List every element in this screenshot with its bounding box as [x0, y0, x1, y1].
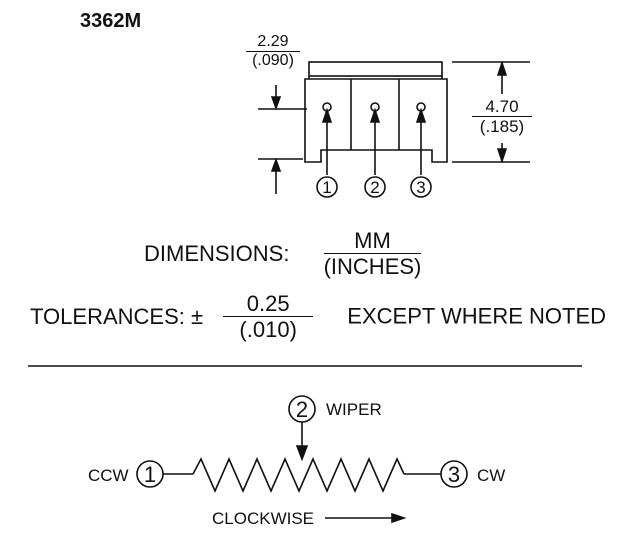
model-number: 3362M [80, 10, 142, 32]
ccw-label: CCW [88, 466, 129, 485]
dimension-right-label: 4.70 (.185) [472, 97, 532, 136]
dimension-top-mm: 2.29 [246, 33, 300, 52]
dimension-top-label: 2.29 (.090) [246, 33, 300, 70]
dimension-right-markers [452, 60, 530, 164]
pin-label-2: 2 [370, 178, 379, 197]
dimensions-legend: DIMENSIONS: MM (INCHES) [144, 228, 422, 279]
pin-number-circles [316, 176, 432, 198]
dimension-top-inches: (.090) [252, 52, 294, 69]
dimension-right-inches: (.185) [479, 117, 525, 136]
tolerances-numerator: 0.25 [223, 291, 314, 317]
terminal-label-1: 1 [144, 462, 156, 487]
cw-label: CW [477, 466, 505, 485]
schematic-symbol [136, 395, 468, 524]
dimensions-denominator: (INCHES) [323, 254, 422, 279]
pin-label-1: 1 [322, 178, 331, 197]
dimension-right-mm: 4.70 [472, 97, 532, 117]
wiper-arrow [295, 445, 309, 462]
terminal-label-3: 3 [448, 462, 460, 487]
dimensions-label: DIMENSIONS: [144, 240, 290, 266]
clockwise-arrow-head [391, 512, 407, 524]
pin-label-3: 3 [416, 178, 425, 197]
tolerances-denominator: (.010) [239, 317, 297, 342]
tolerances-legend: TOLERANCES: ± 0.25 (.010) EXCEPT WHERE N… [30, 291, 606, 342]
tolerances-fraction: 0.25 (.010) [223, 291, 314, 342]
dimensions-fraction: MM (INCHES) [323, 228, 422, 279]
dimensions-numerator: MM [323, 228, 422, 254]
terminal-label-2: 2 [296, 397, 308, 422]
clockwise-label: CLOCKWISE [212, 509, 314, 528]
package-outline [304, 61, 448, 163]
tolerances-label: TOLERANCES: ± [30, 303, 204, 329]
package-pins [321, 102, 427, 175]
wiper-label: WIPER [326, 400, 382, 419]
tolerances-note: EXCEPT WHERE NOTED [347, 303, 607, 329]
dimension-top-markers [258, 85, 307, 194]
resistor-zigzag [192, 457, 405, 493]
